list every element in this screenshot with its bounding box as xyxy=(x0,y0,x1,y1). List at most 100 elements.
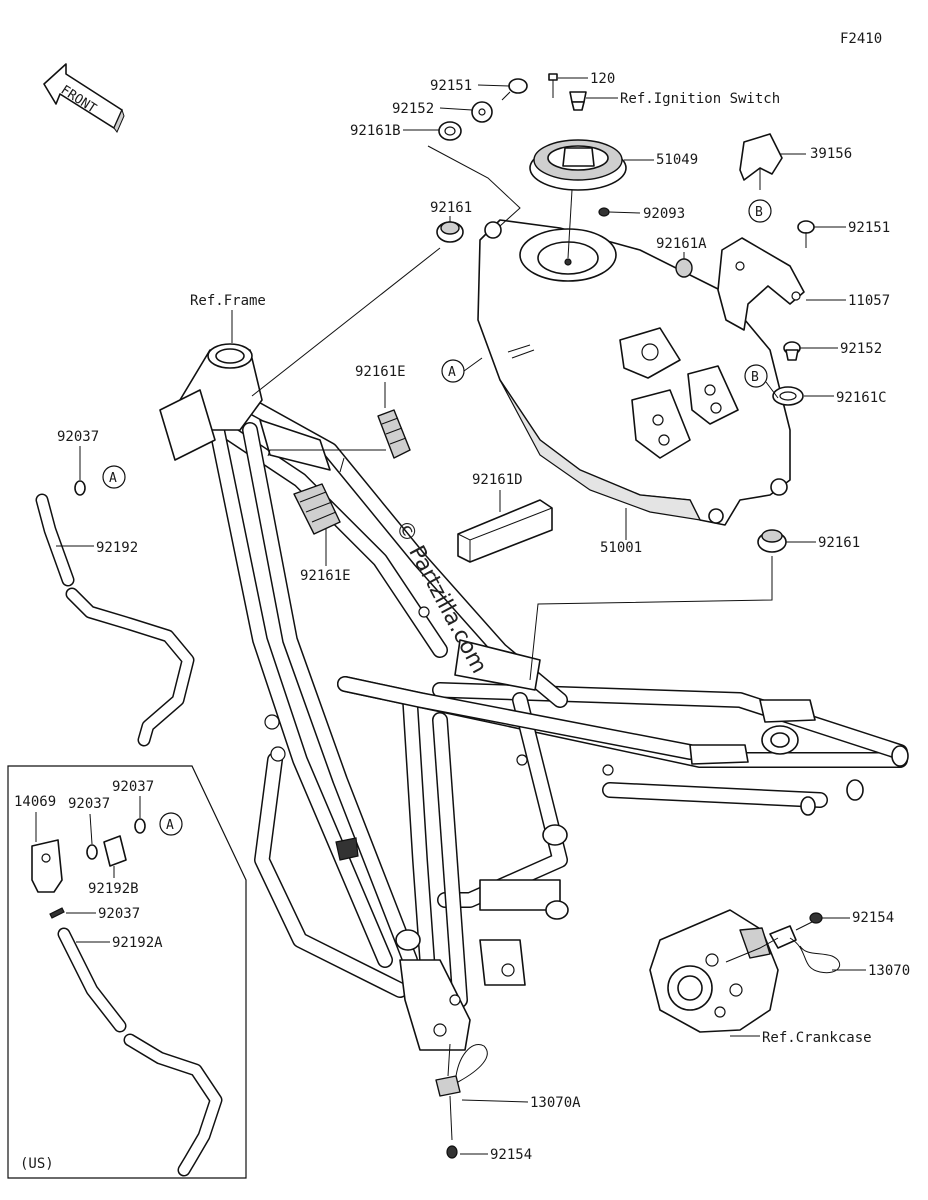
callout-51001: 51001 xyxy=(600,508,642,556)
grommet-92161A xyxy=(675,258,693,278)
svg-text:92161E: 92161E xyxy=(300,568,351,584)
grommet-92161C xyxy=(772,386,804,406)
svg-text:A: A xyxy=(448,365,456,380)
figure-code: F2410 xyxy=(840,31,882,47)
svg-text:92093: 92093 xyxy=(643,206,685,222)
callout-120: 120 xyxy=(558,71,615,87)
callout-51049: 51049 xyxy=(624,152,698,168)
svg-text:92151: 92151 xyxy=(848,220,890,236)
callout-92161D: 92161D xyxy=(472,472,523,512)
callout-92151-top: 92151 xyxy=(430,78,511,94)
marker-A-inset: A xyxy=(159,812,183,836)
nut-92093 xyxy=(598,207,610,217)
svg-text:92161B: 92161B xyxy=(350,123,401,139)
inset-region-label: (US) xyxy=(20,1156,54,1172)
svg-text:Ref.Frame: Ref.Frame xyxy=(190,293,266,309)
svg-text:92037: 92037 xyxy=(98,906,140,922)
callout-92154-right: 92154 xyxy=(822,910,894,926)
marker-B-top: B xyxy=(748,199,772,223)
svg-text:92192B: 92192B xyxy=(88,881,139,897)
marker-A-tank: A xyxy=(441,357,483,383)
frame xyxy=(159,343,909,1051)
callout-92161C: 92161C xyxy=(804,390,887,406)
svg-text:92192: 92192 xyxy=(96,540,138,556)
svg-text:120: 120 xyxy=(590,71,615,87)
callout-92161A: 92161A xyxy=(656,236,707,259)
callout-ref-frame: Ref.Frame xyxy=(190,293,266,343)
bolt-92151-top xyxy=(501,78,528,101)
screw-120 xyxy=(548,73,558,98)
svg-text:39156: 39156 xyxy=(810,146,852,162)
svg-text:92161: 92161 xyxy=(818,535,860,551)
callout-11057: 11057 xyxy=(806,293,890,309)
svg-text:92161: 92161 xyxy=(430,200,472,216)
callout-ref-crankcase: Ref.Crankcase xyxy=(730,1030,872,1046)
callout-92161-right: 92161 xyxy=(786,535,860,551)
damper-92161E-bottom xyxy=(293,483,341,535)
grommet-92161-left xyxy=(436,221,464,243)
svg-text:92192A: 92192A xyxy=(112,935,163,951)
fuel-cap xyxy=(529,139,627,259)
ignition-switch-bolt xyxy=(569,91,587,111)
grommet-92161-right xyxy=(529,529,787,681)
bolt-92154-bottom xyxy=(446,1145,458,1159)
callout-92192: 92192 xyxy=(56,540,138,556)
stopper-39156 xyxy=(739,133,783,190)
svg-text:92154: 92154 xyxy=(852,910,894,926)
callout-92152-right: 92152 xyxy=(800,341,882,357)
svg-text:92152: 92152 xyxy=(840,341,882,357)
marker-A-left: A xyxy=(102,465,126,489)
callout-92154-bottom: 92154 xyxy=(460,1147,532,1163)
crankcase-ref xyxy=(649,909,779,1033)
svg-text:92037: 92037 xyxy=(112,779,154,795)
collar-92152-right xyxy=(783,341,801,361)
svg-text:13070A: 13070A xyxy=(530,1095,581,1111)
ground-lead-13070A xyxy=(435,1043,488,1141)
leader-dampers xyxy=(267,449,386,473)
callout-92037-inset-mid: 92037 xyxy=(68,796,110,845)
svg-text:92152: 92152 xyxy=(392,101,434,117)
svg-text:A: A xyxy=(166,818,174,833)
damper-92161D xyxy=(457,499,553,563)
breather-hose-92192 xyxy=(35,480,195,747)
svg-text:92161E: 92161E xyxy=(355,364,406,380)
collar-92152-top xyxy=(471,101,493,123)
grommet-92161B xyxy=(427,121,521,227)
svg-text:14069: 14069 xyxy=(14,794,56,810)
svg-text:Ref.Ignition Switch: Ref.Ignition Switch xyxy=(620,91,780,107)
callout-92037-inset-top: 92037 xyxy=(112,779,154,818)
bolt-92151-right xyxy=(797,220,815,248)
callout-ref-ignition: Ref.Ignition Switch xyxy=(586,91,780,107)
bracket-11057 xyxy=(717,237,805,331)
callout-13070: 13070 xyxy=(832,963,910,979)
callout-92152-top: 92152 xyxy=(392,101,473,117)
svg-text:13070: 13070 xyxy=(868,963,910,979)
callout-92192B: 92192B xyxy=(88,866,139,897)
callout-39156: 39156 xyxy=(780,146,852,162)
callout-92161B: 92161B xyxy=(350,123,439,139)
fuel-tank xyxy=(477,219,791,526)
callout-92161E-bottom: 92161E xyxy=(300,528,351,584)
svg-text:11057: 11057 xyxy=(848,293,890,309)
svg-text:51001: 51001 xyxy=(600,540,642,556)
svg-text:92154: 92154 xyxy=(490,1147,532,1163)
svg-text:A: A xyxy=(109,471,117,486)
svg-text:Ref.Crankcase: Ref.Crankcase xyxy=(762,1030,872,1046)
callout-92161-left: 92161 xyxy=(430,200,472,222)
bolt-92154-right xyxy=(795,912,823,931)
ground-lead-13070 xyxy=(725,925,841,974)
callout-92093: 92093 xyxy=(608,206,685,222)
svg-text:92037: 92037 xyxy=(68,796,110,812)
svg-text:92161C: 92161C xyxy=(836,390,887,406)
callout-14069: 14069 xyxy=(14,794,56,842)
svg-text:92161D: 92161D xyxy=(472,472,523,488)
svg-text:51049: 51049 xyxy=(656,152,698,168)
svg-text:B: B xyxy=(751,370,759,385)
svg-text:92161A: 92161A xyxy=(656,236,707,252)
marker-B-right: B xyxy=(744,364,779,399)
callout-92192A: 92192A xyxy=(76,935,163,951)
callout-92151-right: 92151 xyxy=(814,220,890,236)
callout-92161E-top: 92161E xyxy=(355,364,406,408)
